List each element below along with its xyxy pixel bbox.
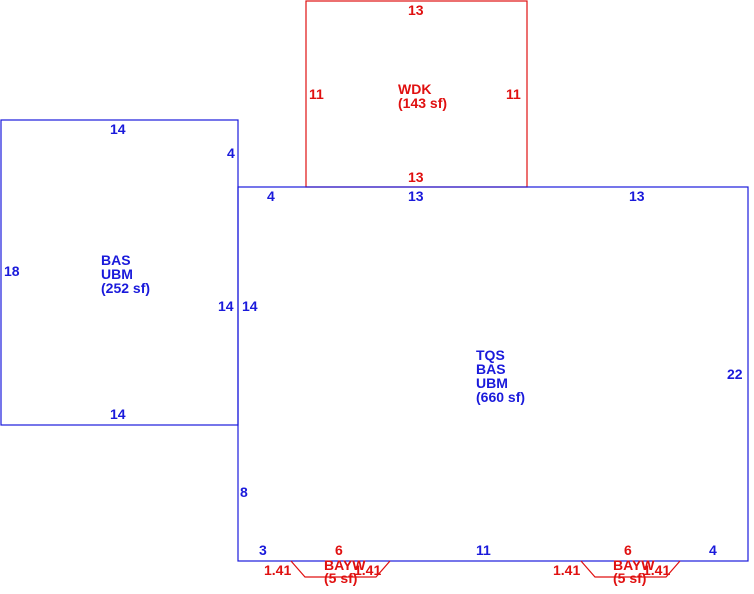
left-dim-bottom: 14 <box>110 406 126 422</box>
main-dim-bottom-c: 11 <box>476 542 491 558</box>
bay-right-dim-left: 1.41 <box>553 562 580 578</box>
left-label-1: BAS <box>101 252 131 268</box>
left-dim-top: 14 <box>110 121 126 137</box>
main-dim-top-left: 4 <box>267 188 275 204</box>
bay-left-outline <box>290 560 391 578</box>
left-label-2: UBM <box>101 266 133 282</box>
bay-right-area: (5 sf) <box>613 570 646 586</box>
bay-left-dim-right: 1.41 <box>354 562 381 578</box>
main-label-3: UBM <box>476 375 508 391</box>
main-dim-left-upper: 14 <box>242 298 258 314</box>
main-label-2: BAS <box>476 361 506 377</box>
wdk-dim-right: 11 <box>506 86 521 102</box>
main-dim-top-mid: 13 <box>408 188 424 204</box>
left-area: (252 sf) <box>101 280 150 296</box>
wdk-dim-top: 13 <box>408 2 424 18</box>
main-area: (660 sf) <box>476 389 525 405</box>
main-dim-top-right: 13 <box>629 188 645 204</box>
bay-right-outline <box>580 560 681 578</box>
main-dim-left-lower: 8 <box>240 484 248 500</box>
main-dim-right: 22 <box>727 366 743 382</box>
main-dim-bottom-d: 6 <box>624 542 632 558</box>
wdk-label: WDK <box>398 81 431 97</box>
main-dim-bottom-b: 6 <box>335 542 343 558</box>
bay-left-area: (5 sf) <box>324 570 357 586</box>
left-dim-right-top: 4 <box>227 145 235 161</box>
bay-left-label: BAYW <box>324 557 366 573</box>
main-dim-bottom-e: 4 <box>709 542 717 558</box>
main-label-1: TQS <box>476 347 505 363</box>
bay-right-label: BAYW <box>613 557 655 573</box>
wdk-dim-bottom: 13 <box>408 169 424 185</box>
left-dim-right: 14 <box>218 298 234 314</box>
left-dim-left: 18 <box>4 263 20 279</box>
main-dim-bottom-a: 3 <box>259 542 267 558</box>
bay-right-dim-right: 1.41 <box>643 562 670 578</box>
main-area-outline <box>237 186 749 562</box>
wdk-area: (143 sf) <box>398 95 447 111</box>
bay-left-dim-left: 1.41 <box>264 562 291 578</box>
wdk-dim-left: 11 <box>309 86 324 102</box>
